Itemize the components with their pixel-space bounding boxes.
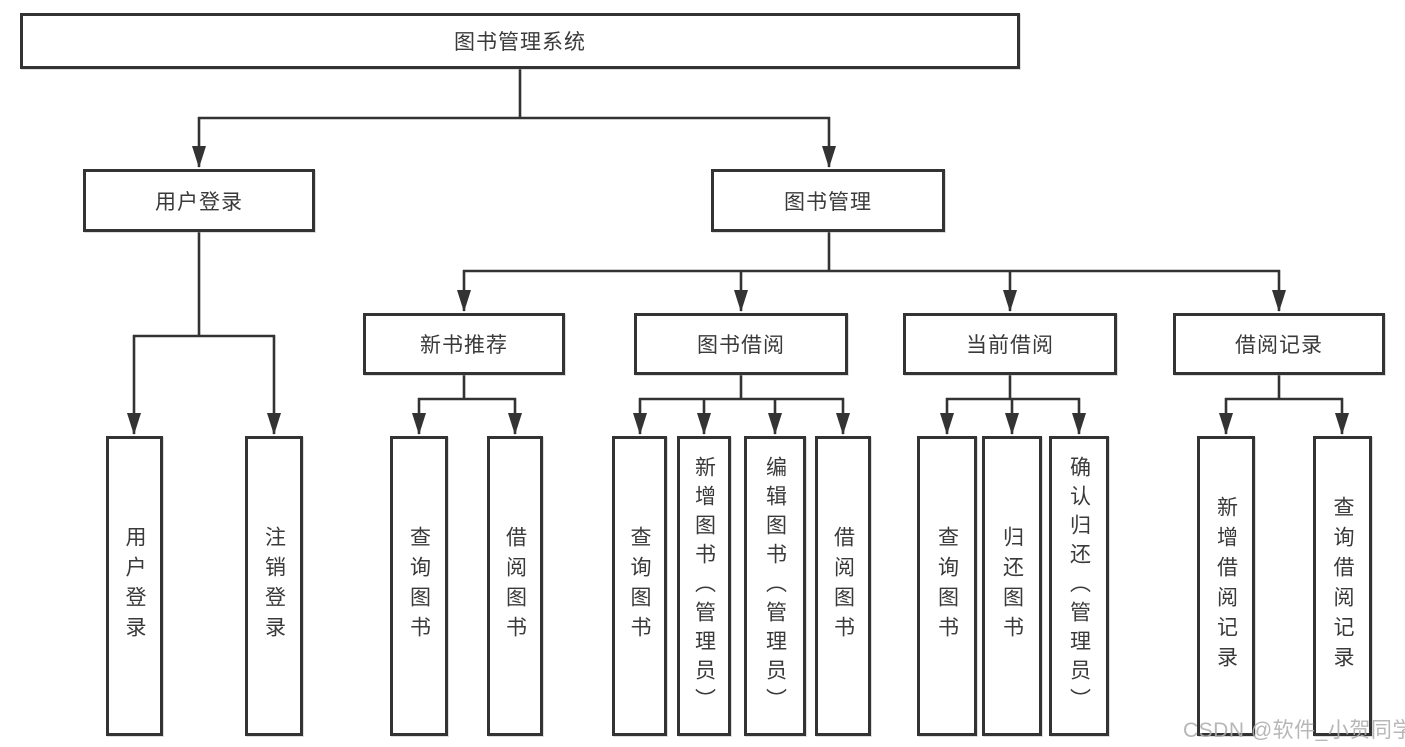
node-current-borrowing: 当前借阅: [903, 313, 1117, 375]
leaf-borrow-books: 借阅图书: [487, 436, 543, 736]
leaf-return-book: 归还图书: [982, 436, 1042, 736]
leaf-user-login: 用户登录: [106, 436, 163, 736]
node-book-management: 图书管理: [711, 169, 945, 232]
leaf-add-book-admin: 新增图书（管理员）: [677, 436, 731, 736]
leaf-query-borrow-record: 查询借阅记录: [1313, 436, 1372, 736]
leaf-logout: 注销登录: [245, 436, 303, 736]
leaf-borrow-books: 借阅图书: [815, 436, 871, 736]
node-new-book-recommendation: 新书推荐: [363, 313, 565, 375]
leaf-query-books: 查询图书: [390, 436, 448, 736]
node-user-login: 用户登录: [83, 169, 315, 232]
leaf-query-books: 查询图书: [917, 436, 977, 736]
node-book-borrowing: 图书借阅: [634, 313, 848, 375]
leaf-query-books: 查询图书: [612, 436, 667, 736]
leaf-confirm-return-admin: 确认归还（管理员）: [1049, 436, 1109, 736]
node-borrowing-records: 借阅记录: [1173, 313, 1385, 375]
leaf-edit-book-admin: 编辑图书（管理员）: [744, 436, 806, 736]
leaf-add-borrow-record: 新增借阅记录: [1197, 436, 1255, 736]
csdn-watermark: CSDN @软件_小贺同学: [1183, 719, 1405, 742]
node-library-management-system: 图书管理系统: [20, 13, 1020, 69]
